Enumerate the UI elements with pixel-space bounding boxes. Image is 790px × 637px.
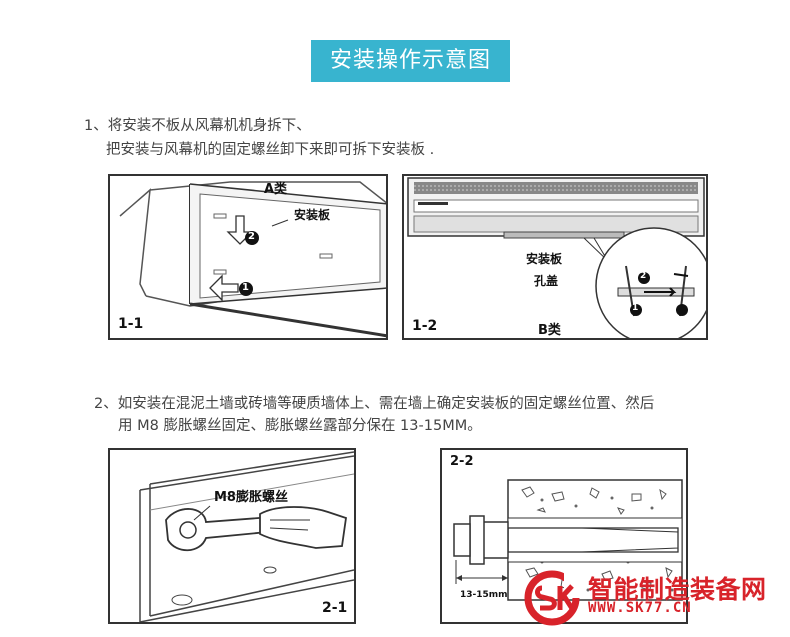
diagram-1-1-num-1: 1 [242, 282, 249, 293]
step-1-line-2: 把安装与风幕机的固定螺丝卸下来即可拆下安装板 . [106, 142, 435, 158]
diagram-1-2-num-2: 2 [640, 271, 647, 281]
diagram-1-2-id: 1-2 [412, 318, 438, 334]
diagram-1-1-plate-label: 安装板 [294, 208, 331, 222]
diagram-1-2-type-label: B类 [538, 323, 561, 338]
step-2-line-1: 2、如安装在混泥土墙或砖墙等硬质墙体上、需在墙上确定安装板的固定螺丝位置、然后 [94, 396, 655, 412]
diagram-2-1-bolt-label: M8膨胀螺丝 [214, 490, 288, 505]
diagram-1-2-cover-label: 孔盖 [534, 274, 559, 288]
diagram-2-2-dim-label: 13-15mm [460, 590, 508, 600]
watermark-url: WWW.SK77.CN [588, 600, 692, 616]
diagram-1-2-num-1: 1 [632, 303, 639, 313]
sk-logo-icon [524, 566, 584, 626]
diagram-1-2-plate-label: 安装板 [526, 252, 563, 266]
diagram-2-1-id: 2-1 [322, 600, 348, 616]
diagram-2-1-drawing [139, 451, 354, 622]
diagram-1-1-type-label: A类 [264, 182, 288, 197]
diagram-1-2-drawing [407, 177, 706, 338]
diagram-1-1-id: 1-1 [118, 316, 144, 332]
diagram-panel-1-1: A类 安装板 2 1 1-1 [108, 174, 388, 340]
page-title: 安装操作示意图 [311, 40, 510, 82]
diagram-2-2-id: 2-2 [450, 454, 474, 469]
diagram-1-1-drawing [119, 181, 386, 338]
diagram-panel-2-1: M8膨胀螺丝 2-1 [108, 448, 356, 624]
step-2-line-2: 用 M8 膨胀螺丝固定、膨胀螺丝露部分保在 13-15MM。 [118, 418, 482, 434]
watermark-name: 智能制造装备网 [588, 575, 767, 604]
diagram-1-1-num-2: 2 [248, 231, 255, 242]
watermark: 智能制造装备网 WWW.SK77.CN [520, 566, 780, 630]
step-1-line-1: 1、将安装不板从风幕机机身拆下、 [84, 118, 311, 134]
diagram-panel-1-2: 安装板 孔盖 2 1 B类 1-2 [402, 174, 708, 340]
